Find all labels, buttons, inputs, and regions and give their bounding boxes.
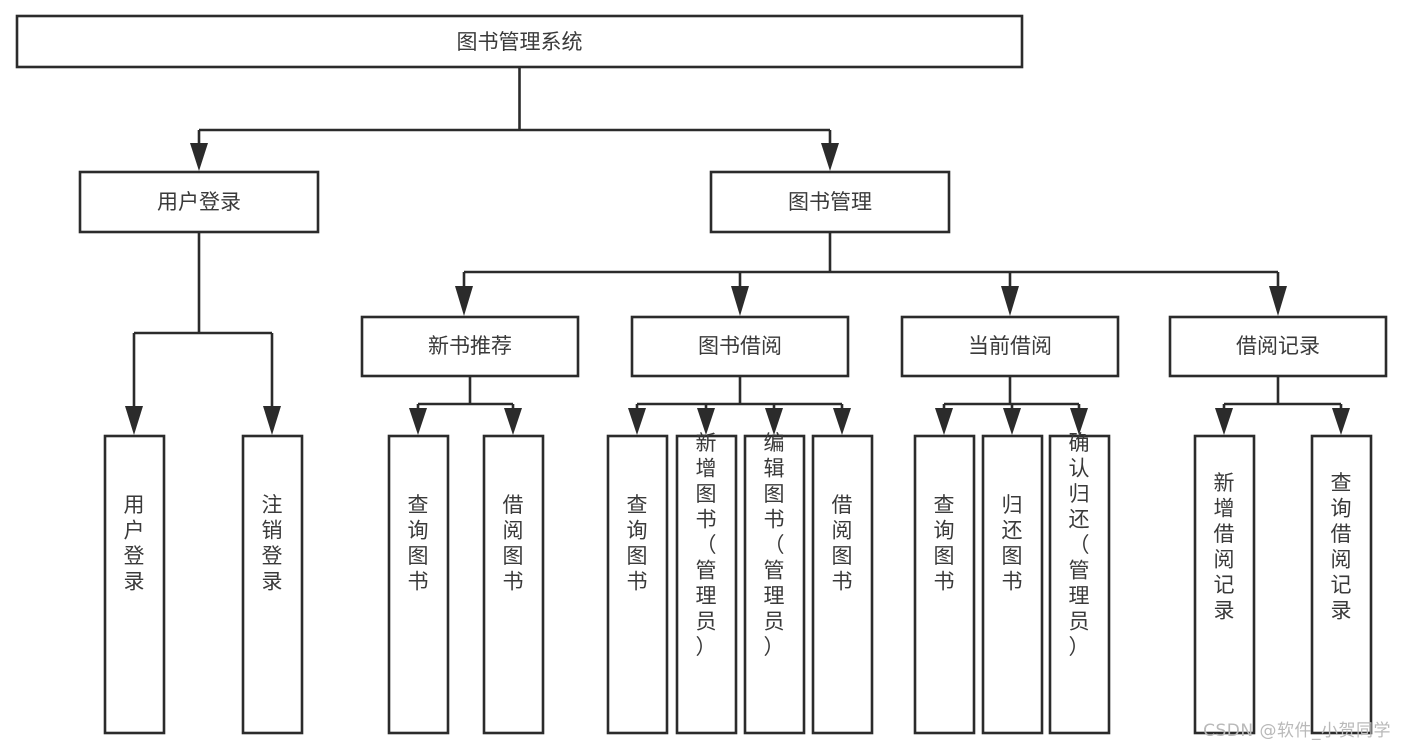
arrow-head-icon: [455, 286, 473, 316]
node-box-shape: [387, 434, 450, 735]
arrow-head-icon: [1070, 408, 1088, 435]
node-label: 图书管理系统: [457, 30, 583, 54]
node-box-shape: [913, 434, 976, 735]
node-leaf-return-book[interactable]: 归还图书: [981, 434, 1044, 735]
node-box-shape: [1168, 315, 1388, 378]
node-label: 当前借阅: [968, 334, 1052, 358]
node-label: 查询图书: [934, 493, 955, 594]
arrow-head-icon: [1003, 408, 1021, 435]
node-box-shape: [606, 434, 669, 735]
node-box-shape: [1193, 434, 1256, 735]
node-box-shape: [103, 434, 166, 735]
arrow-head-icon: [263, 406, 281, 435]
arrow-head-icon: [504, 408, 522, 435]
arrow-head-icon: [1001, 286, 1019, 316]
connector-layer: [125, 67, 1350, 435]
node-label: 用户登录: [124, 493, 145, 594]
node-book-borrow[interactable]: 图书借阅: [630, 315, 850, 378]
node-box-shape: [709, 170, 951, 234]
node-label: 新书推荐: [428, 334, 512, 358]
node-box-shape: [900, 315, 1120, 378]
node-label: 图书管理: [788, 190, 872, 214]
node-leaf-add-book-admin[interactable]: 新增图书（管理员）: [675, 431, 738, 735]
node-box-shape: [1310, 434, 1373, 735]
arrow-head-icon: [731, 286, 749, 316]
node-leaf-confirm-return-admin[interactable]: 确认归还（管理员）: [1048, 431, 1111, 735]
node-book-management[interactable]: 图书管理: [709, 170, 951, 234]
node-leaf-borrow-book[interactable]: 借阅图书: [811, 434, 874, 735]
arrow-head-icon: [1332, 408, 1350, 435]
node-label: 新增图书（管理员）: [696, 431, 717, 659]
node-label: 归还图书: [1002, 493, 1023, 594]
node-box-shape: [482, 434, 545, 735]
node-box-shape: [1048, 434, 1111, 735]
arrow-head-icon: [697, 408, 715, 435]
node-box-shape: [630, 315, 850, 378]
node-box-shape: [675, 434, 738, 735]
node-leaf-query-book-rec[interactable]: 查询图书: [387, 434, 450, 735]
arrow-head-icon: [628, 408, 646, 435]
node-label: 注销登录: [262, 493, 283, 594]
node-box-shape: [981, 434, 1044, 735]
node-box-shape: [15, 14, 1024, 69]
csdn-watermark: CSDN @软件_小贺同学: [1203, 721, 1391, 741]
node-current-borrow[interactable]: 当前借阅: [900, 315, 1120, 378]
node-leaf-user-login[interactable]: 用户登录: [103, 434, 166, 735]
node-leaf-edit-book-admin[interactable]: 编辑图书（管理员）: [743, 431, 806, 735]
node-root-system[interactable]: 图书管理系统: [15, 14, 1024, 69]
node-label: 查询借阅记录: [1331, 471, 1352, 623]
node-label: 查询图书: [408, 493, 429, 594]
arrow-head-icon: [190, 143, 208, 171]
node-box-shape: [360, 315, 580, 378]
node-new-book-recommend[interactable]: 新书推荐: [360, 315, 580, 378]
arrow-head-icon: [765, 408, 783, 435]
node-leaf-borrow-book-rec[interactable]: 借阅图书: [482, 434, 545, 735]
node-leaf-query-book-current[interactable]: 查询图书: [913, 434, 976, 735]
node-borrow-record[interactable]: 借阅记录: [1168, 315, 1388, 378]
arrow-head-icon: [821, 143, 839, 171]
node-label: 确认归还（管理员）: [1069, 431, 1090, 659]
node-label: 用户登录: [157, 190, 241, 214]
node-leaf-query-book-borrow[interactable]: 查询图书: [606, 434, 669, 735]
node-label: 编辑图书（管理员）: [764, 431, 785, 659]
node-box-shape: [743, 434, 806, 735]
node-box-shape: [811, 434, 874, 735]
arrow-head-icon: [409, 408, 427, 435]
node-label: 图书借阅: [698, 334, 782, 358]
arrow-head-icon: [935, 408, 953, 435]
node-leaf-query-borrow-record[interactable]: 查询借阅记录: [1310, 434, 1373, 735]
node-leaf-add-borrow-record[interactable]: 新增借阅记录: [1193, 434, 1256, 735]
node-box-shape: [78, 170, 320, 234]
arrow-head-icon: [1215, 408, 1233, 435]
arrow-head-icon: [1269, 286, 1287, 316]
node-box-shape: [241, 434, 304, 735]
node-user-login[interactable]: 用户登录: [78, 170, 320, 234]
node-label: 查询图书: [627, 493, 648, 594]
node-label: 借阅记录: [1236, 334, 1320, 358]
node-label: 借阅图书: [832, 493, 853, 594]
node-leaf-logout[interactable]: 注销登录: [241, 434, 304, 735]
arrow-head-icon: [125, 406, 143, 435]
arrow-head-icon: [833, 408, 851, 435]
node-label: 借阅图书: [503, 493, 524, 594]
node-label: 新增借阅记录: [1214, 471, 1235, 623]
